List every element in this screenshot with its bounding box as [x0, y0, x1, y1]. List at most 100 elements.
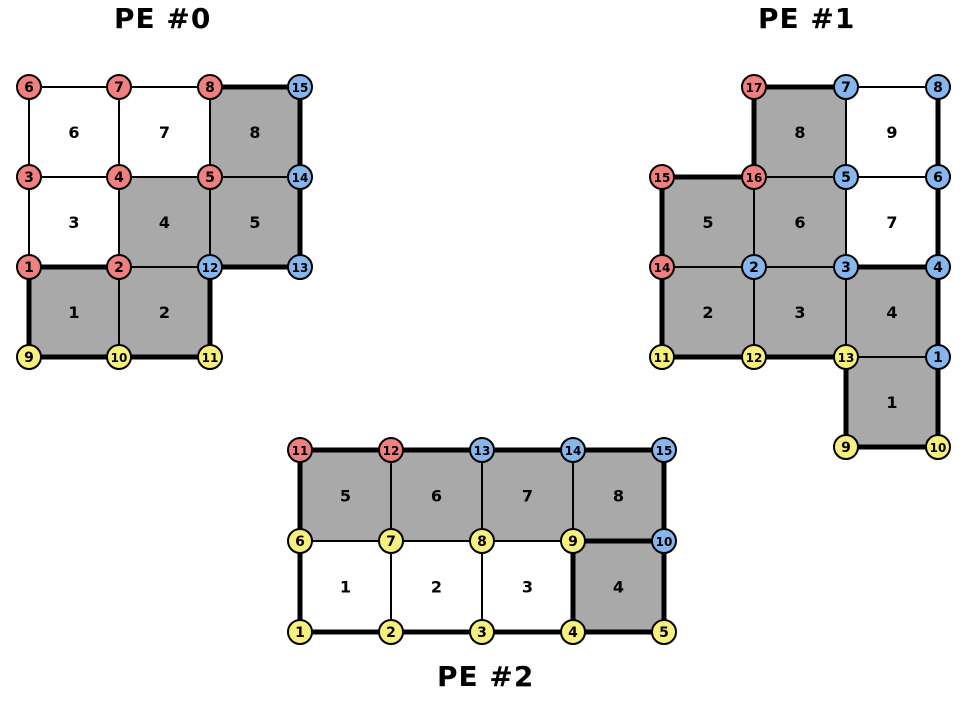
node-label: 14 — [654, 261, 671, 275]
node-circle — [287, 74, 313, 100]
node-circle — [560, 437, 586, 463]
pe0-node-5: 5 — [197, 164, 223, 190]
pe1-node-16: 16 — [741, 164, 767, 190]
pe2-node-11: 11 — [287, 437, 313, 463]
node-circle — [741, 74, 767, 100]
pe0-element-label: 7 — [159, 123, 170, 142]
pe2-node-1: 1 — [287, 619, 313, 645]
node-label: 4 — [568, 625, 578, 641]
node-circle — [106, 254, 132, 280]
pe0-element-label: 1 — [68, 303, 79, 322]
pe1-element-label: 8 — [794, 123, 805, 142]
node-label: 9 — [24, 350, 34, 366]
node-label: 8 — [205, 80, 215, 96]
pe2-element-4 — [572, 540, 665, 633]
node-label: 5 — [841, 170, 851, 186]
node-label: 17 — [746, 81, 763, 95]
pe2-node-7: 7 — [378, 528, 404, 554]
pe0-node-2: 2 — [106, 254, 132, 280]
node-label: 7 — [114, 80, 124, 96]
node-circle — [833, 434, 859, 460]
pe1-node-8: 8 — [925, 74, 951, 100]
pe1-element-label: 9 — [886, 123, 897, 142]
node-circle — [741, 254, 767, 280]
node-circle — [833, 344, 859, 370]
node-label: 10 — [111, 351, 128, 365]
pe0-node-12: 12 — [197, 254, 223, 280]
node-label: 12 — [383, 444, 400, 458]
node-circle — [287, 164, 313, 190]
pe0-title: PE #0 — [114, 2, 212, 35]
node-label: 8 — [477, 534, 487, 550]
node-label: 16 — [746, 171, 763, 185]
pe2-element-label: 3 — [522, 578, 533, 597]
pe0-node-1: 1 — [16, 254, 42, 280]
pe0-node-9: 9 — [16, 344, 42, 370]
pe2-element-6 — [390, 449, 483, 542]
pe0-element-6 — [28, 86, 120, 178]
pe1-element-label: 1 — [886, 393, 897, 412]
node-circle — [16, 254, 42, 280]
pe1-node-1: 1 — [925, 344, 951, 370]
pe2-node-13: 13 — [469, 437, 495, 463]
pe0-node-14: 14 — [287, 164, 313, 190]
node-label: 4 — [933, 260, 943, 276]
pe1-node-5: 5 — [833, 164, 859, 190]
node-label: 6 — [24, 80, 34, 96]
pe1-node-6: 6 — [925, 164, 951, 190]
pe2-node-9: 9 — [560, 528, 586, 554]
pe1-node-15: 15 — [649, 164, 675, 190]
pe2-element-3 — [481, 540, 574, 633]
pe1-node-13: 13 — [833, 344, 859, 370]
node-circle — [106, 164, 132, 190]
node-circle — [741, 344, 767, 370]
node-circle — [833, 254, 859, 280]
pe2-element-label: 2 — [431, 578, 442, 597]
node-label: 7 — [841, 80, 851, 96]
node-circle — [649, 254, 675, 280]
pe1-node-3: 3 — [833, 254, 859, 280]
pe0-element-7 — [118, 86, 211, 178]
node-label: 5 — [659, 625, 669, 641]
pe1-node-4: 4 — [925, 254, 951, 280]
pe2-element-label: 6 — [431, 487, 442, 506]
node-circle — [560, 528, 586, 554]
pe0-node-6: 6 — [16, 74, 42, 100]
node-label: 3 — [477, 625, 487, 641]
node-circle — [378, 619, 404, 645]
pe0-node-15: 15 — [287, 74, 313, 100]
pe0-element-8 — [209, 86, 301, 178]
node-label: 3 — [841, 260, 851, 276]
pe2-node-12: 12 — [378, 437, 404, 463]
node-circle — [833, 164, 859, 190]
pe0-node-8: 8 — [197, 74, 223, 100]
node-circle — [16, 344, 42, 370]
node-label: 9 — [841, 440, 851, 456]
pe0-node-10: 10 — [106, 344, 132, 370]
pe1-element-7 — [845, 176, 939, 268]
pe0-node-13: 13 — [287, 254, 313, 280]
pe1-element-1 — [845, 356, 939, 448]
node-circle — [833, 74, 859, 100]
pe0-node-7: 7 — [106, 74, 132, 100]
node-circle — [651, 437, 677, 463]
node-label: 10 — [656, 535, 673, 549]
node-label: 2 — [114, 260, 124, 276]
node-label: 1 — [295, 625, 305, 641]
node-label: 11 — [292, 444, 309, 458]
node-circle — [560, 619, 586, 645]
node-label: 15 — [292, 81, 309, 95]
pe1-element-label: 7 — [886, 213, 897, 232]
node-circle — [197, 164, 223, 190]
node-circle — [16, 164, 42, 190]
node-circle — [469, 528, 495, 554]
pe2-node-4: 4 — [560, 619, 586, 645]
pe2-node-5: 5 — [651, 619, 677, 645]
node-label: 2 — [749, 260, 759, 276]
pe2-node-6: 6 — [287, 528, 313, 554]
pe1-element-6 — [753, 176, 847, 268]
node-label: 5 — [205, 170, 215, 186]
pe0-node-4: 4 — [106, 164, 132, 190]
